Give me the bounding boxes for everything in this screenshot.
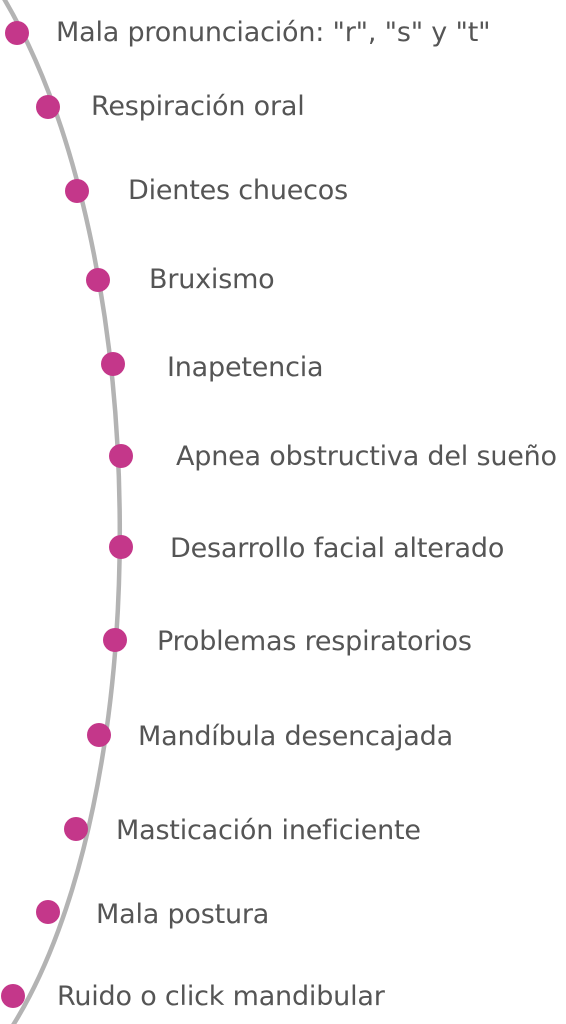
timeline-item-label: Apnea obstructiva del sueño (176, 441, 557, 472)
timeline-dot (36, 900, 60, 924)
timeline-dot (87, 723, 111, 747)
timeline-item-label: Bruxismo (149, 264, 275, 295)
timeline-item-label: Mandíbula desencajada (138, 721, 453, 752)
timeline-item-label: Masticación ineficiente (116, 815, 421, 846)
timeline-dot (65, 179, 89, 203)
timeline-dot (109, 444, 133, 468)
timeline-item-label: Desarrollo facial alterado (170, 533, 505, 564)
timeline-item-label: Problemas respiratorios (157, 626, 472, 657)
timeline-item-label: Respiración oral (91, 91, 305, 122)
timeline-dot (103, 628, 127, 652)
timeline-item-label: Ruido o click mandibular (57, 981, 385, 1012)
timeline-item-label: Inapetencia (167, 352, 324, 383)
timeline-item-label: Mala pronunciación: "r", "s" y "t" (56, 17, 491, 48)
timeline-dot (1, 984, 25, 1008)
timeline-dot (101, 352, 125, 376)
timeline-dot (86, 268, 110, 292)
timeline-dot (5, 21, 29, 45)
timeline-dot (109, 535, 133, 559)
timeline-dot (64, 817, 88, 841)
timeline-item-label: Dientes chuecos (128, 175, 348, 206)
timeline-dot (36, 95, 60, 119)
timeline-curve (2, 0, 122, 1024)
timeline-item-label: Mala postura (96, 899, 270, 930)
